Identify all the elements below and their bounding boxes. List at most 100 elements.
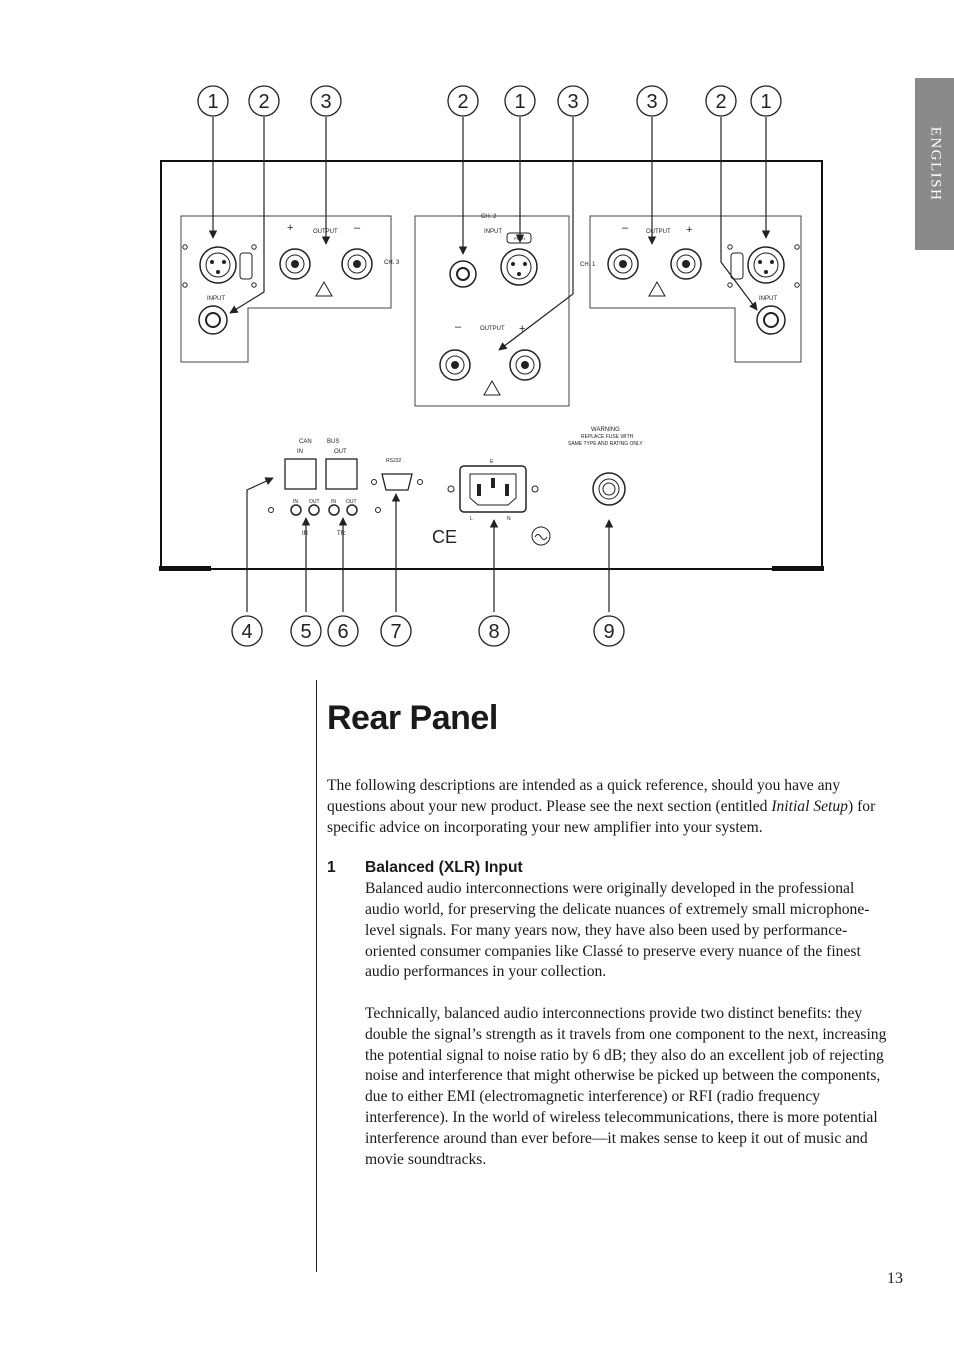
callout-5: 5	[290, 615, 322, 647]
output-negative-ch3[interactable]	[341, 248, 373, 280]
output-label: OUTPUT	[313, 229, 338, 235]
warning-label: WARNING	[591, 427, 620, 433]
control-section	[268, 458, 626, 546]
rca-input-ch2[interactable]	[449, 260, 477, 288]
callout-2: 2	[248, 85, 280, 117]
out-label: OUT	[346, 499, 357, 505]
rca-input-ch3[interactable]	[198, 305, 228, 335]
in-label: IN	[297, 449, 303, 455]
svg-text:3: 3	[646, 91, 657, 113]
callout-6: 6	[327, 615, 359, 647]
rear-panel-diagram: 1 2 3 2 1 3 3 2 1 4 5 6 7 8 9 OUTPUT + –…	[159, 85, 824, 647]
channel-2-plate	[414, 215, 570, 407]
live-label: L	[470, 516, 473, 522]
in-label: IN	[331, 499, 336, 505]
tr-label: TR.	[337, 531, 347, 537]
svg-text:5: 5	[300, 621, 311, 643]
input-label: INPUT	[484, 229, 502, 235]
item-title: Balanced (XLR) Input	[365, 859, 523, 877]
input-label: INPUT	[207, 296, 225, 302]
intro-italic-title: Initial Setup	[771, 797, 848, 815]
callouts-bottom: 4 5 6 7 8 9	[231, 615, 625, 647]
neutral-label: N	[507, 516, 511, 522]
channel-3-plate	[180, 215, 392, 363]
fuse-warning-line2: SAME TYPE AND RATING ONLY	[568, 441, 643, 447]
item-number: 1	[327, 859, 336, 877]
channel-1-plate	[589, 215, 802, 363]
ch3-label: CH. 3	[384, 260, 400, 266]
svg-text:8: 8	[488, 621, 499, 643]
output-label: OUTPUT	[480, 326, 505, 332]
can-bus-in-port[interactable]	[284, 458, 317, 490]
intro-text-before: The following descriptions are intended …	[327, 777, 841, 815]
can-label: CAN	[299, 439, 312, 445]
minus-label: –	[354, 222, 361, 234]
svg-text:2: 2	[258, 91, 269, 113]
callout-1: 1	[197, 85, 229, 117]
item-balanced-input: 1 Balanced (XLR) Input Balanced audio in…	[327, 858, 887, 1170]
rca-input-ch1[interactable]	[756, 305, 786, 335]
rs232-label: RS232	[386, 458, 402, 464]
callouts-top: 1 2 3 2 1 3 3 2 1	[197, 85, 782, 117]
callout-9: 9	[593, 615, 625, 647]
svg-text:3: 3	[320, 91, 331, 113]
can-bus-out-port[interactable]	[325, 458, 358, 490]
trigger-in-jack[interactable]	[328, 504, 340, 516]
plus-label: +	[519, 323, 525, 335]
output-negative-ch2[interactable]	[439, 349, 471, 381]
out-label: OUT	[334, 449, 347, 455]
callout-4: 4	[231, 615, 263, 647]
callout-3: 3	[636, 85, 668, 117]
callout-3: 3	[557, 85, 589, 117]
fuse-warning-line1: REPLACE FUSE WITH	[581, 434, 634, 440]
xlr-input-ch1[interactable]	[747, 246, 785, 284]
ir-out-jack[interactable]	[308, 504, 320, 516]
svg-text:6: 6	[337, 621, 348, 643]
svg-text:9: 9	[603, 621, 614, 643]
language-tab: ENGLISH	[915, 78, 954, 250]
out-label: OUT	[309, 499, 320, 505]
margin-rule	[316, 680, 317, 1272]
output-positive-ch1[interactable]	[670, 248, 702, 280]
intro-paragraph: The following descriptions are intended …	[327, 776, 887, 838]
ch1-label: CH. 1	[580, 262, 596, 268]
callout-8: 8	[478, 615, 510, 647]
in-label: IN	[293, 499, 298, 505]
svg-text:3: 3	[567, 91, 578, 113]
rear-panel-section: Rear Panel The following descriptions ar…	[327, 690, 887, 1170]
callout-1: 1	[504, 85, 536, 117]
fuse-holder[interactable]	[592, 472, 626, 506]
intro-text-after: ) for specific advice on incorporating y…	[327, 797, 876, 836]
push-label: PUSH	[514, 236, 525, 241]
ir-in-jack[interactable]	[290, 504, 302, 516]
output-positive-ch3[interactable]	[279, 248, 311, 280]
xlr-input-ch3[interactable]	[199, 246, 237, 284]
item-paragraph-1: Balanced audio interconnections were ori…	[365, 880, 870, 981]
iec-power-inlet[interactable]	[459, 465, 527, 513]
ce-mark: CE	[432, 527, 457, 547]
earth-label: E	[490, 459, 494, 465]
callout-3: 3	[310, 85, 342, 117]
svg-text:1: 1	[514, 91, 525, 113]
input-label: INPUT	[759, 296, 777, 302]
minus-label: –	[455, 321, 462, 333]
svg-text:4: 4	[241, 621, 252, 643]
amplifier-chassis	[159, 160, 824, 571]
trigger-out-jack[interactable]	[346, 504, 358, 516]
svg-text:2: 2	[457, 91, 468, 113]
output-label: OUTPUT	[646, 229, 671, 235]
page-title: Rear Panel	[327, 699, 498, 737]
rs232-port[interactable]	[381, 473, 413, 491]
language-tab-label: ENGLISH	[927, 126, 943, 202]
callout-leader-lines	[208, 117, 771, 612]
bus-label: BUS	[327, 439, 339, 445]
xlr-input-ch2[interactable]	[500, 248, 538, 286]
callout-7: 7	[380, 615, 412, 647]
output-positive-ch2[interactable]	[509, 349, 541, 381]
output-negative-ch1[interactable]	[607, 248, 639, 280]
svg-text:7: 7	[390, 621, 401, 643]
svg-text:1: 1	[760, 91, 771, 113]
callout-2: 2	[447, 85, 479, 117]
svg-text:1: 1	[207, 91, 218, 113]
plus-label: +	[686, 224, 692, 236]
